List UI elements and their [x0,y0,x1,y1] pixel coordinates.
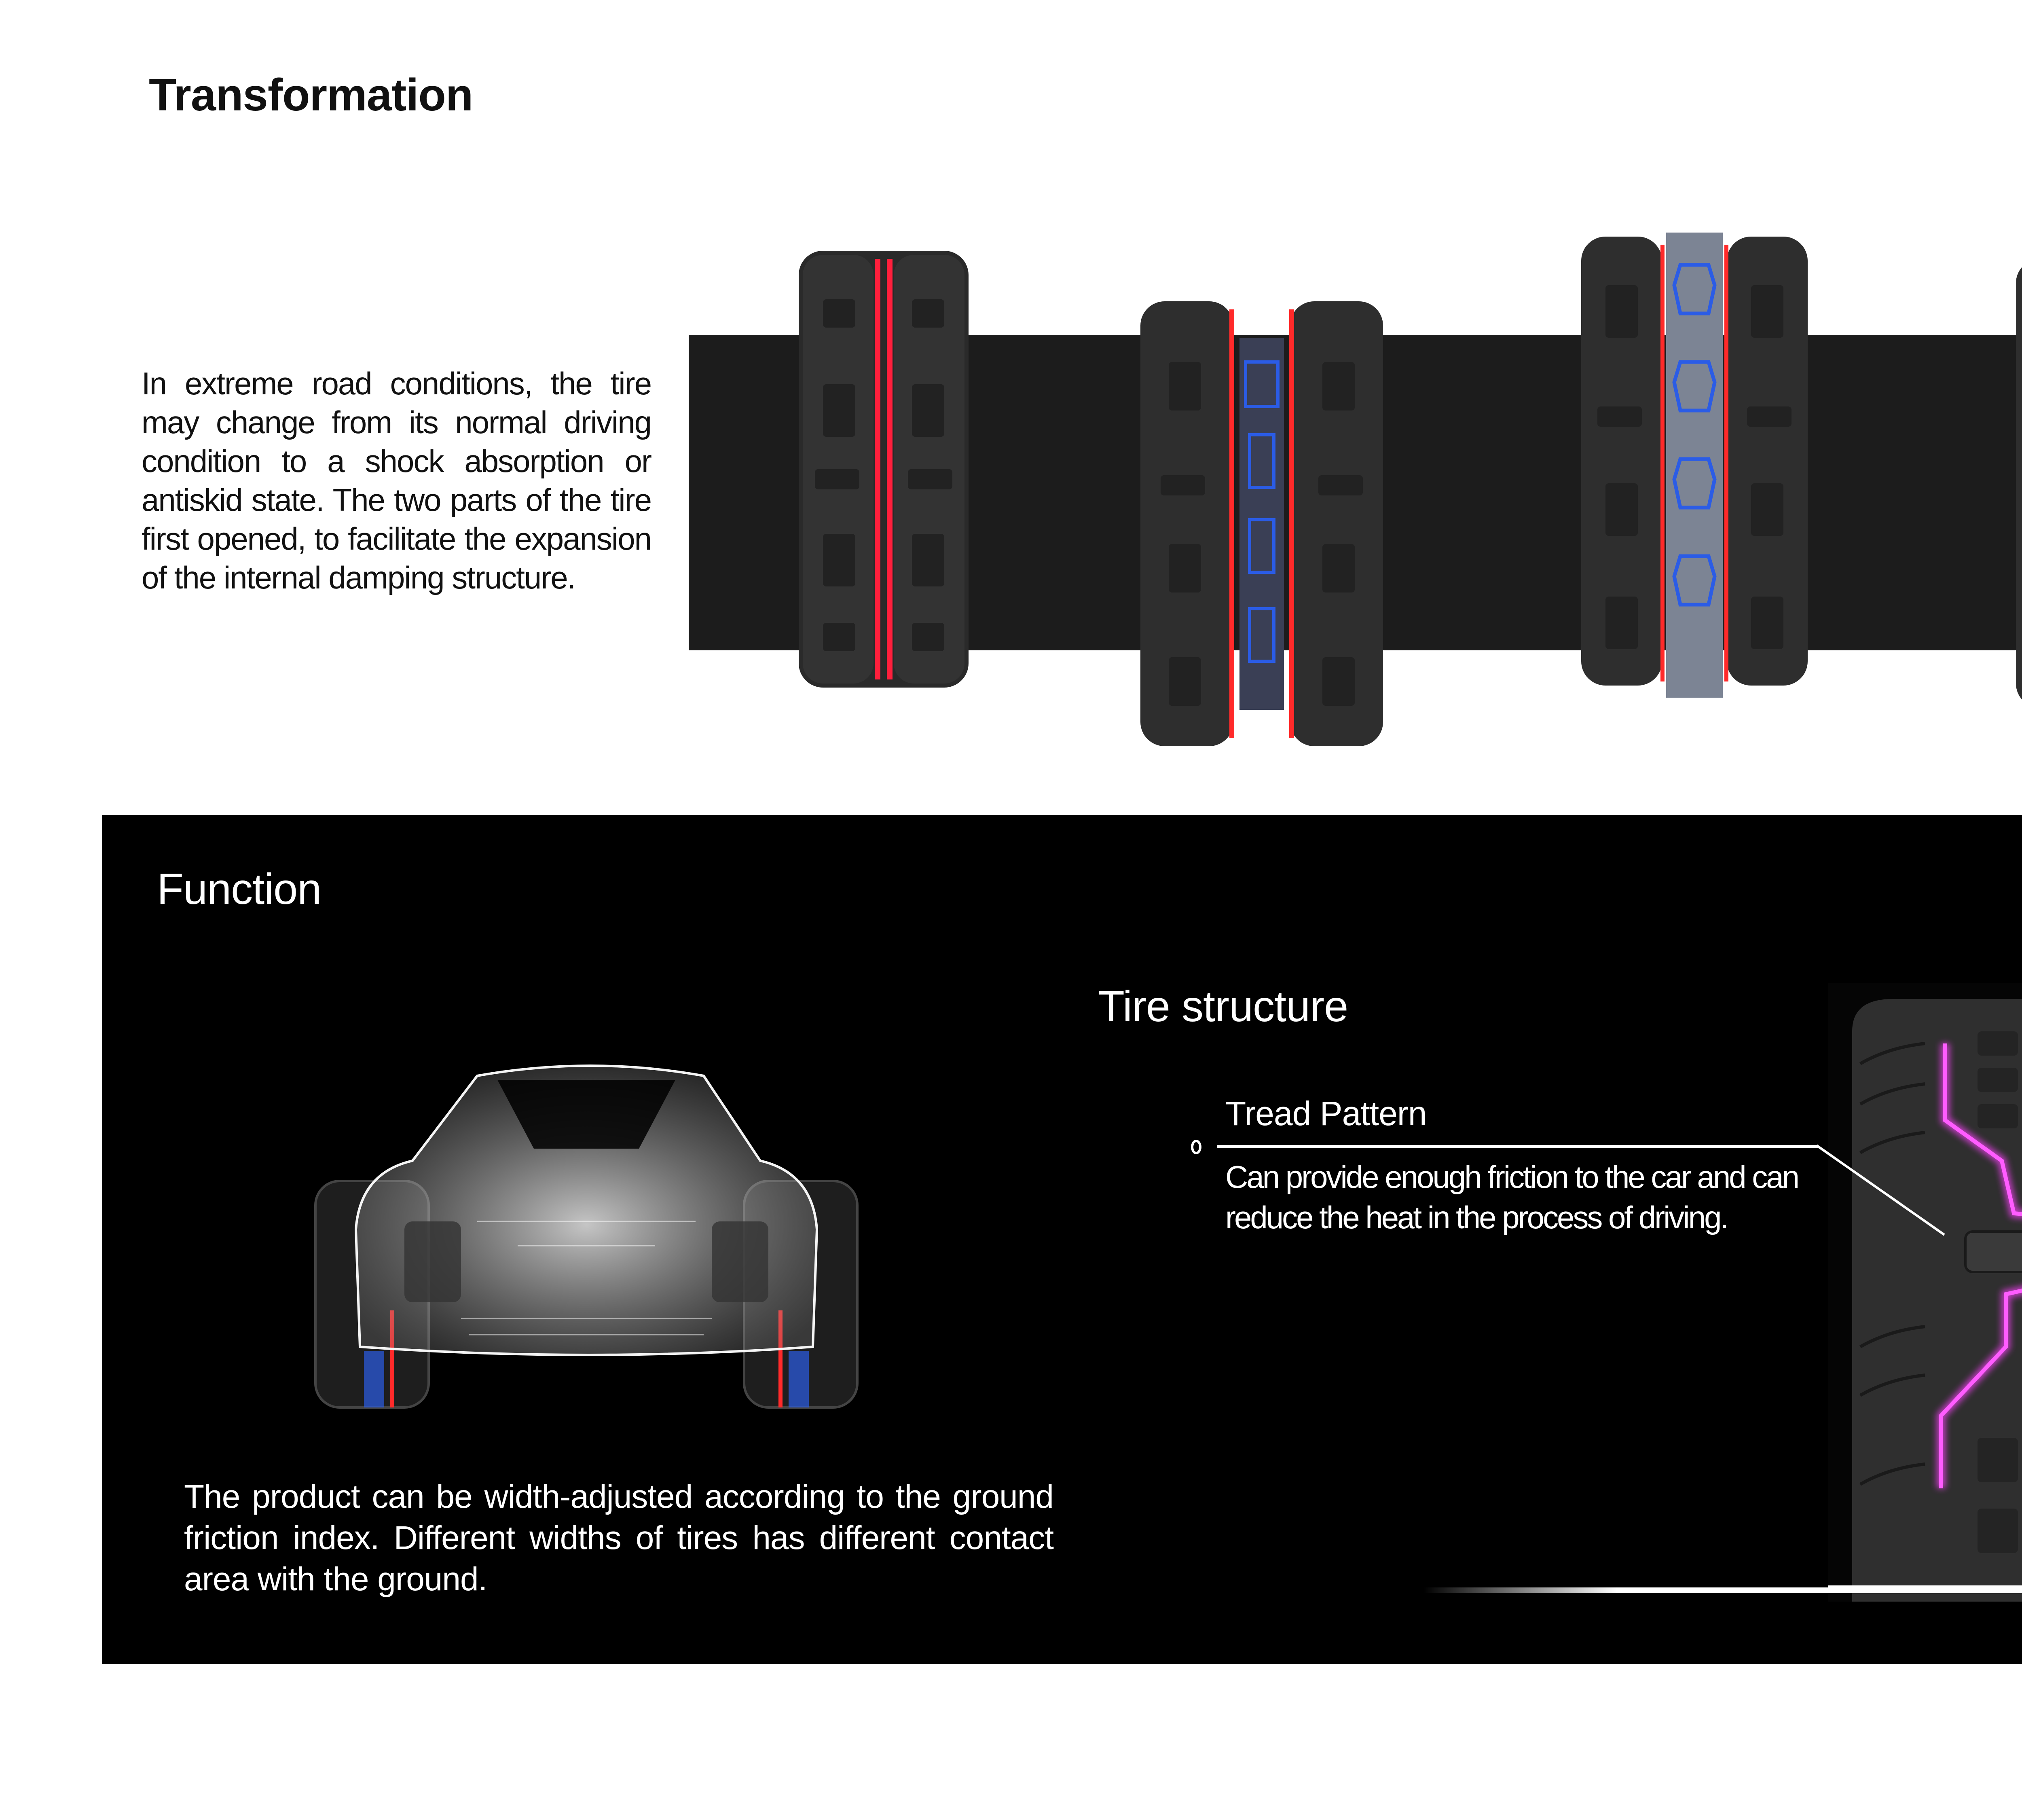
car-xray-render-image [307,1027,865,1412]
tire-stage-3-image [1581,233,1808,698]
tread-pattern-title: Tread Pattern [1225,1094,1427,1132]
car-description: The product can be width-adjusted accord… [184,1478,1054,1598]
transformation-description: In extreme road conditions, the tire may… [142,366,652,595]
function-title: Function [157,864,321,913]
ground-line [1423,1587,2022,1593]
tire-stage-1-image [799,251,969,688]
tread-pattern-leader-diagonal [1816,1144,1945,1236]
tread-pattern-leader-line [1217,1145,1818,1148]
tread-pattern-marker-icon [1191,1140,1201,1154]
tire-stage-4-image [2016,247,2022,720]
tire-cross-section-image [1828,983,2022,1602]
tread-pattern-description: Can provide enough friction to the car a… [1225,1159,1800,1235]
tire-structure-title: Tire structure [1098,982,1348,1031]
tire-stage-2-image [1140,301,1383,746]
transformation-title: Transformation [149,70,473,120]
